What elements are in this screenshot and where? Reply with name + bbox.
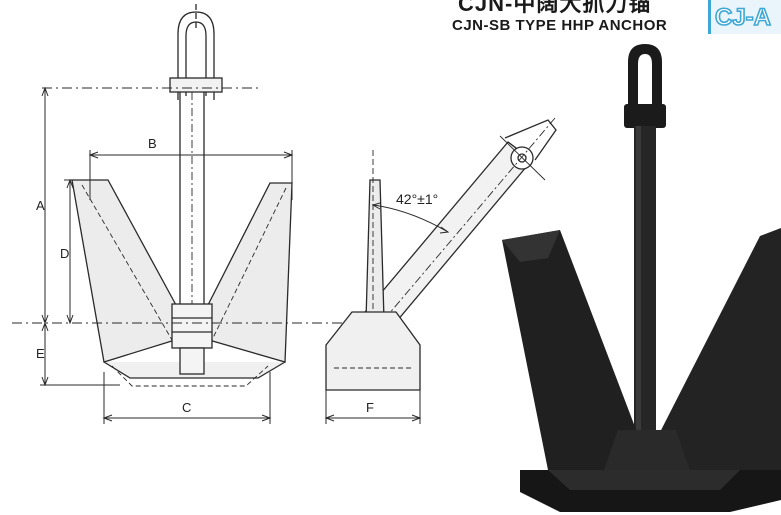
side-dimensions — [324, 388, 422, 424]
front-dimensions — [12, 86, 360, 424]
angle-indicator — [371, 202, 450, 234]
dimension-e-label: E — [36, 346, 45, 361]
front-shank — [179, 92, 205, 305]
angle-label: 42°±1° — [396, 191, 438, 207]
header: CJN-中阔大抓力锚 CJN-SB TYPE HHP ANCHOR CJ-A — [440, 0, 781, 40]
anchor-photo — [502, 44, 781, 512]
photo-crown — [604, 430, 690, 470]
dimension-c-label: C — [182, 400, 191, 415]
dimension-d-label: D — [60, 246, 69, 261]
title-chinese: CJN-中阔大抓力锚 — [458, 0, 652, 16]
side-shank — [359, 141, 533, 335]
front-fluke-right — [207, 182, 293, 363]
front-fluke-left — [71, 179, 177, 363]
front-view — [71, 4, 293, 387]
photo-shackle — [628, 44, 662, 115]
side-view — [325, 117, 557, 391]
photo-fluke-right — [656, 228, 781, 470]
dimension-b-label: B — [148, 136, 157, 151]
brand-logo: CJ-A — [708, 0, 781, 34]
brand-logo-text: CJ-A — [715, 4, 771, 31]
side-fluke — [365, 179, 385, 321]
front-crown — [171, 303, 213, 349]
front-shackle — [177, 11, 215, 100]
side-base — [325, 311, 421, 391]
title-english: CJN-SB TYPE HHP ANCHOR — [452, 17, 668, 34]
dimension-f-label: F — [366, 400, 374, 415]
photo-fluke-left — [502, 230, 640, 470]
dimension-a-label: A — [36, 198, 45, 213]
